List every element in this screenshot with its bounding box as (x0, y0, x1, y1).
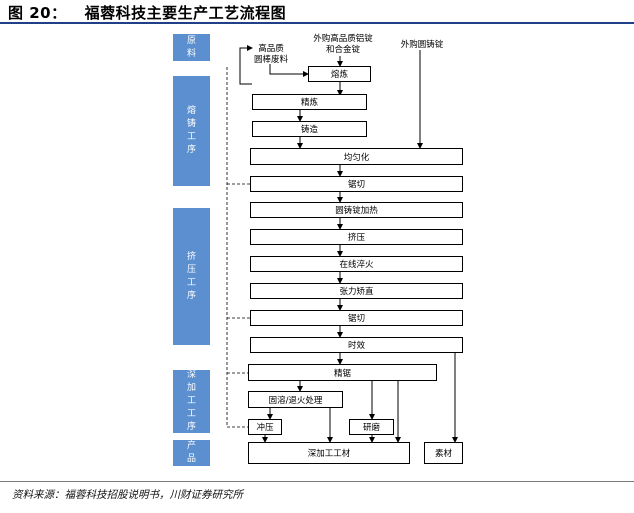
stage-deep: 深加工工序 (173, 370, 210, 433)
step-grinding: 研磨 (349, 419, 394, 435)
stage-product: 产品 (173, 440, 210, 466)
product-blank: 素材 (424, 442, 463, 464)
step-extrusion: 挤压 (250, 229, 463, 245)
step-billet-heating: 圆铸锭加热 (250, 202, 463, 218)
stage-extrusion: 挤压工序 (173, 208, 210, 345)
step-casting: 铸造 (252, 121, 367, 137)
stage-raw: 原料 (173, 34, 210, 61)
step-stretch-straighten: 张力矫直 (250, 283, 463, 299)
product-deep-processed: 深加工工材 (248, 442, 410, 464)
input-scrap: 高品质 圆棒废料 (253, 44, 288, 65)
input-billet: 外购圆铸锭 (400, 40, 444, 50)
step-stamping: 冲压 (248, 419, 282, 435)
step-melting: 熔炼 (308, 66, 371, 82)
step-sawing-1: 锯切 (250, 176, 463, 192)
step-sawing-2: 锯切 (250, 310, 463, 326)
title-rule (0, 22, 634, 24)
source-rule (0, 481, 634, 482)
figure-source: 资料来源：福蓉科技招股说明书，川财证券研究所 (12, 489, 243, 501)
step-online-quench: 在线淬火 (250, 256, 463, 272)
figure-number: 图 20： (8, 4, 67, 22)
step-homogenizing: 均匀化 (250, 148, 463, 165)
step-aging: 时效 (250, 337, 463, 353)
step-refining: 精炼 (252, 94, 367, 110)
stage-casting: 熔铸工序 (173, 76, 210, 186)
step-precision-sawing: 精锯 (248, 364, 437, 381)
figure-title: 图 20： 福蓉科技主要生产工艺流程图 (8, 2, 286, 23)
input-alloy: 外购高品质铝锭 和合金锭 (313, 34, 373, 55)
step-solution-anneal: 固溶/退火处理 (248, 391, 343, 408)
figure-title-text: 福蓉科技主要生产工艺流程图 (84, 4, 287, 22)
